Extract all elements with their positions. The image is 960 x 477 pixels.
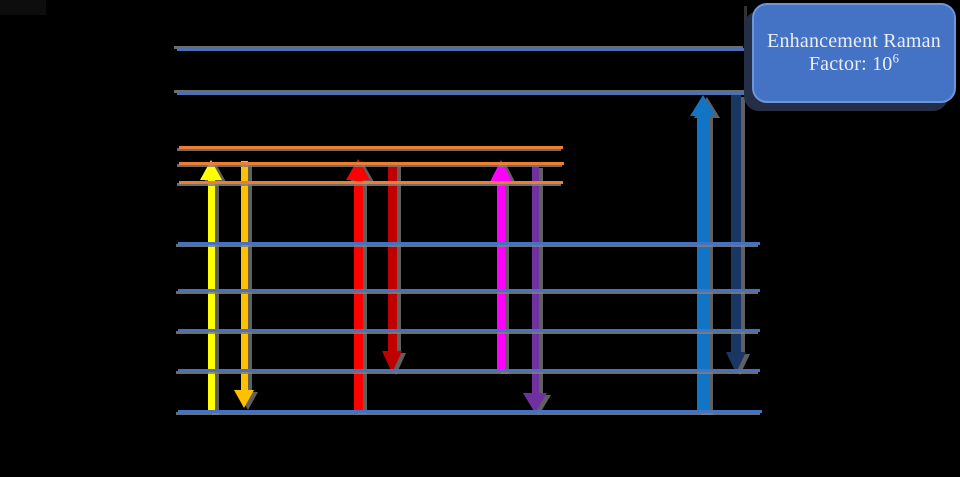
corner-artifact [0,0,46,15]
stokes-excitation-arrow-shaft [353,179,363,412]
stokes-excitation-arrow [346,159,370,412]
vibrational-level-2 [178,329,760,332]
vibrational-ground-level [178,410,762,413]
electronic-excited-level-upper [177,48,746,51]
callout-factor-text: Factor: 10 [808,53,893,75]
callout-exponent: 6 [892,50,900,66]
stokes-scattering-arrow [381,164,403,373]
virtual-state-level-2 [179,162,564,165]
rayleigh-excitation-arrow-head [200,160,222,180]
enhancement-factor-callout: Enhancement Raman Factor: 106 [752,3,956,103]
rayleigh-excitation-arrow-shaft [207,179,215,413]
vibrational-level-4 [178,242,760,245]
virtual-state-level-3 [179,146,563,149]
antistokes-excitation-arrow-head [489,160,512,182]
resonance-excitation-arrow-shaft [697,115,709,413]
antistokes-scattering-arrow-shaft [531,166,539,394]
resonance-scattering-arrow-head [725,352,746,373]
stokes-scattering-arrow-shaft [387,164,397,352]
vibrational-level-3 [178,289,760,292]
antistokes-excitation-arrow-shaft [497,181,505,372]
resonance-excitation-arrow [689,95,717,413]
antistokes-excitation-arrow [489,160,513,372]
resonance-excitation-arrow-head [689,95,716,116]
vibrational-level-1 [178,369,760,372]
antistokes-scattering-arrow [523,166,547,413]
callout-text-line2: Factor: 106 [808,50,900,76]
virtual-state-level-1 [179,181,563,184]
resonance-scattering-arrow-shaft [731,95,741,353]
resonance-scattering-arrow [725,95,747,373]
rayleigh-excitation-arrow [200,160,222,413]
antistokes-scattering-arrow-head [523,393,547,413]
rayleigh-scattering-arrow-shaft [240,161,248,391]
rayleigh-scattering-arrow [233,161,255,408]
callout-text-line1: Enhancement Raman [767,30,941,52]
electronic-excited-level-lower [177,92,750,95]
rayleigh-scattering-arrow-head [233,390,254,408]
stokes-scattering-arrow-head [381,351,402,373]
